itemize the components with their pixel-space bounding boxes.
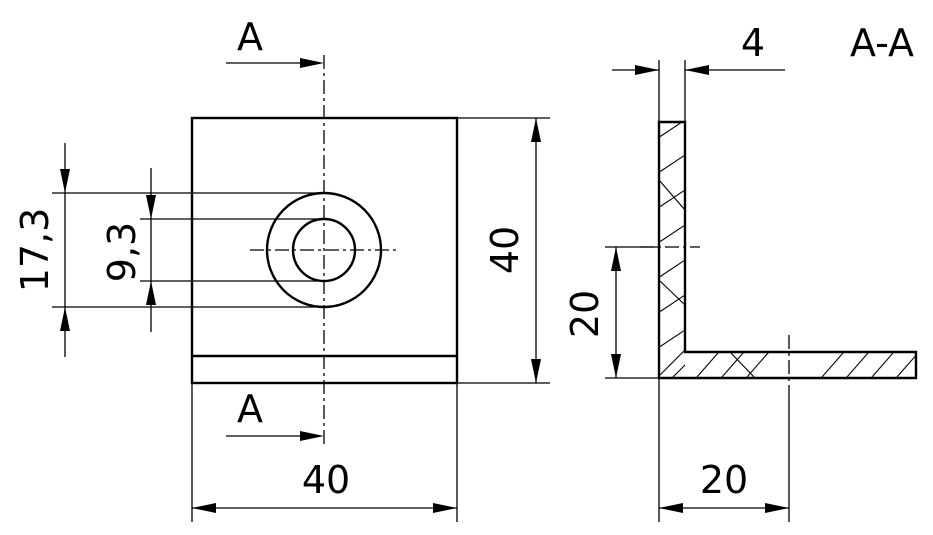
section-title: A-A [850,21,914,65]
side-height-label: 20 [563,290,607,338]
side-width-label: 20 [700,458,748,502]
side-width-arrow-right [765,503,789,513]
side-width-arrow-left [659,503,683,513]
outer-diameter-label: 17,3 [13,208,57,293]
outer-arrow-bottom [60,307,70,331]
height-arrow-bottom [531,359,541,383]
inner-arrow-top [146,195,156,219]
height-arrow-top [531,118,541,142]
hatch-corner [659,350,685,378]
width-arrow-right [433,503,457,513]
section-label-top: A [237,15,263,59]
thickness-arrow-right [685,65,709,75]
hatch-vertical-leg [659,122,685,348]
side-height-arrow-bottom [611,354,621,378]
thickness-arrow-left [635,65,659,75]
thickness-label: 4 [741,21,765,65]
width-arrow-left [192,503,216,513]
section-arrow-top-head [300,58,324,68]
hatch-horizontal-leg [695,352,916,378]
inner-arrow-bottom [146,281,156,305]
angle-profile-outline [657,120,918,380]
section-label-bottom: A [237,387,263,431]
front-view: A A 40 40 17,3 9,3 [13,15,550,522]
front-height-label: 40 [483,226,527,274]
front-width-label: 40 [302,458,350,502]
section-view: A-A [563,21,918,522]
outer-arrow-top [60,169,70,193]
section-arrow-bottom-head [300,431,324,441]
inner-diameter-label: 9,3 [100,222,144,282]
side-height-arrow-top [611,247,621,271]
